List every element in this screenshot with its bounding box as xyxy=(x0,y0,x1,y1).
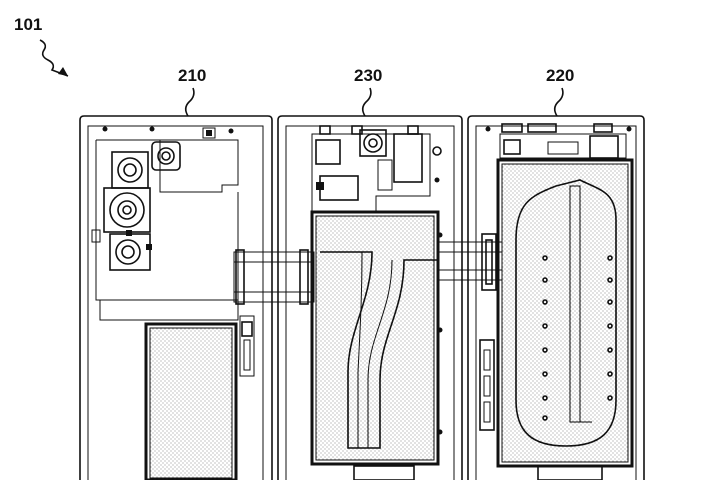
right-side-key-bracket xyxy=(479,339,495,431)
middle-flash-icon xyxy=(363,133,383,153)
middle-flash-module xyxy=(359,129,387,157)
right-top-connector xyxy=(501,123,523,133)
flex-cable-left xyxy=(233,251,315,303)
flex-connector-left xyxy=(235,249,245,305)
camera-lens-3-inner xyxy=(121,245,135,259)
right-housing-outer xyxy=(467,115,645,480)
middle-edge-dot xyxy=(437,429,443,435)
middle-edge-dot xyxy=(437,327,443,333)
middle-top-connector xyxy=(319,125,331,135)
hinge-flex-left xyxy=(233,249,315,305)
camera-lens-1-inner xyxy=(123,163,137,177)
ref-210-label: 210 xyxy=(178,66,206,85)
middle-panel-230 xyxy=(277,115,463,480)
right-chip-3 xyxy=(547,141,579,155)
left-screw-hole xyxy=(102,126,108,132)
right-flex-strip xyxy=(569,185,581,423)
ref-220-label: 220 xyxy=(546,66,574,85)
left-top-connector-pin xyxy=(206,130,212,136)
flash-module xyxy=(151,141,181,171)
left-subboard xyxy=(99,300,239,321)
middle-edge-dot xyxy=(437,232,443,238)
left-board-outline-lower xyxy=(95,140,239,301)
middle-flash-icon-inner xyxy=(368,138,378,148)
middle-chip-1 xyxy=(315,139,341,165)
left-side-clip xyxy=(91,229,101,243)
left-panel-210 xyxy=(79,115,273,480)
right-top-connector xyxy=(593,123,613,133)
flex-connector-right-panel xyxy=(481,233,497,291)
right-top-board xyxy=(499,133,627,159)
left-screw-hole xyxy=(149,126,155,132)
left-side-key-bracket xyxy=(239,315,255,377)
left-component-block xyxy=(126,230,132,236)
right-top-connector xyxy=(527,123,557,133)
ref-101-label: 101 xyxy=(14,15,42,34)
left-battery xyxy=(144,322,238,480)
camera-lens-2-icon xyxy=(109,192,145,228)
right-battery-dots xyxy=(542,255,613,421)
left-housing-outer xyxy=(79,115,273,480)
camera-module-2 xyxy=(103,187,151,233)
right-chip-2 xyxy=(503,139,521,155)
camera-lens-2-core xyxy=(122,205,132,215)
middle-housing-inner xyxy=(285,125,455,480)
middle-battery xyxy=(310,210,440,466)
left-board-outline xyxy=(96,139,239,193)
middle-flex-trace xyxy=(320,251,438,449)
left-top-connector xyxy=(202,127,216,139)
ref-220-leader xyxy=(553,87,564,117)
middle-chip-2 xyxy=(393,133,423,183)
left-side-key xyxy=(241,321,253,337)
left-side-key-slot xyxy=(243,339,251,371)
flash-icon-inner xyxy=(161,151,171,161)
middle-top-connector xyxy=(407,125,419,135)
ref-230-label: 230 xyxy=(354,66,382,85)
right-flex-outline xyxy=(515,179,617,447)
left-housing-inner xyxy=(87,125,264,480)
ref-101-leader xyxy=(39,39,69,77)
left-component-block xyxy=(146,244,152,250)
ref-230-leader xyxy=(361,87,372,117)
middle-chip-4 xyxy=(377,159,393,191)
right-bottom-connector xyxy=(537,465,603,480)
ref-101-arrowhead xyxy=(58,67,68,76)
right-chip-1 xyxy=(589,135,619,159)
middle-housing-outer xyxy=(277,115,463,480)
flash-icon xyxy=(157,147,175,165)
right-panel-220 xyxy=(467,115,645,480)
camera-lens-2-inner xyxy=(117,200,137,220)
middle-component-block xyxy=(316,182,324,190)
ref-210-leader xyxy=(184,87,195,117)
flex-connector-right xyxy=(299,249,309,305)
right-screw-hole xyxy=(485,126,491,132)
middle-screw-hole xyxy=(434,177,440,183)
camera-lens-1-icon xyxy=(117,157,143,183)
right-screw-hole xyxy=(626,126,632,132)
middle-bottom-connector xyxy=(353,465,415,480)
camera-lens-3-icon xyxy=(115,239,141,265)
middle-chip-3 xyxy=(319,175,359,201)
right-battery-cells xyxy=(501,163,629,463)
left-screw-hole xyxy=(228,128,234,134)
left-battery-cells xyxy=(149,327,233,479)
middle-screw-hole xyxy=(432,146,442,156)
